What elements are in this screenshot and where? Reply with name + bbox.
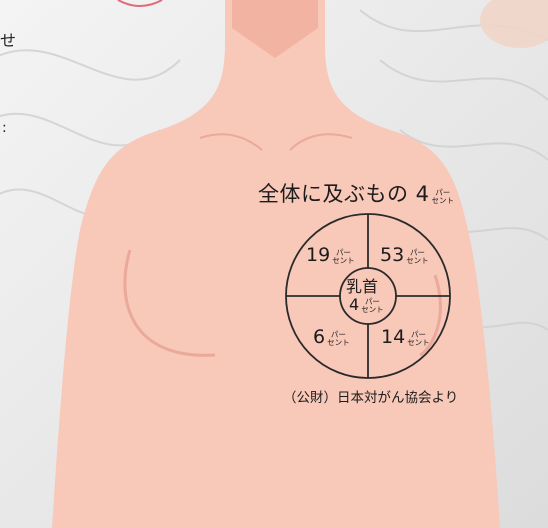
- nipple-value-number: 4: [349, 295, 360, 314]
- unit-bottom: セント: [327, 337, 350, 347]
- edge-text-fragment: せ: [0, 31, 16, 50]
- quadrant-upper-right-value: 53: [380, 244, 405, 266]
- quadrant-lower-left-unit: パーセント: [327, 329, 350, 347]
- quadrant-upper-left-unit: パーセント: [332, 247, 355, 265]
- hand-fragment: [480, 0, 548, 48]
- unit-top: パー: [409, 247, 425, 257]
- unit-bottom: セント: [361, 304, 384, 314]
- unit-bottom: セント: [431, 195, 455, 205]
- unit-top: パー: [410, 329, 426, 339]
- breast-contour-left: [123, 249, 216, 357]
- nipple-circle: [339, 267, 397, 325]
- quadrant-lower-right-unit: パーセント: [407, 329, 430, 347]
- unit-top: パー: [435, 187, 451, 197]
- unit-bottom: セント: [406, 255, 429, 265]
- clavicle-right: [289, 133, 353, 151]
- nipple-value-unit: パーセント: [361, 296, 384, 314]
- breast-quadrant-diagram: [285, 213, 451, 379]
- unit-bottom: セント: [332, 255, 355, 265]
- quadrant-upper-left-value: 19: [306, 244, 331, 266]
- torso-silhouette: [52, 0, 500, 528]
- quadrant-lower-left-value: 6: [313, 326, 326, 348]
- quadrant-lower-right-value: 14: [381, 326, 406, 348]
- neck-shadow: [232, 0, 318, 58]
- accent-ring-fragment: [117, 0, 163, 7]
- nipple-label: 乳首: [346, 277, 379, 296]
- title-unit: パーセント: [431, 187, 455, 205]
- unit-bottom: セント: [407, 337, 430, 347]
- source-credit: （公財）日本対がん協会より: [283, 390, 459, 406]
- breast-contour-right: [419, 274, 442, 357]
- quadrant-upper-right-unit: パーセント: [406, 247, 429, 265]
- diagram-title-text: 全体に及ぶもの 4: [258, 182, 430, 206]
- unit-top: パー: [330, 329, 346, 339]
- edge-text-fragment-2: :: [2, 120, 7, 136]
- clavicle-left: [199, 133, 263, 151]
- unit-top: パー: [335, 247, 351, 257]
- unit-top: パー: [364, 296, 380, 306]
